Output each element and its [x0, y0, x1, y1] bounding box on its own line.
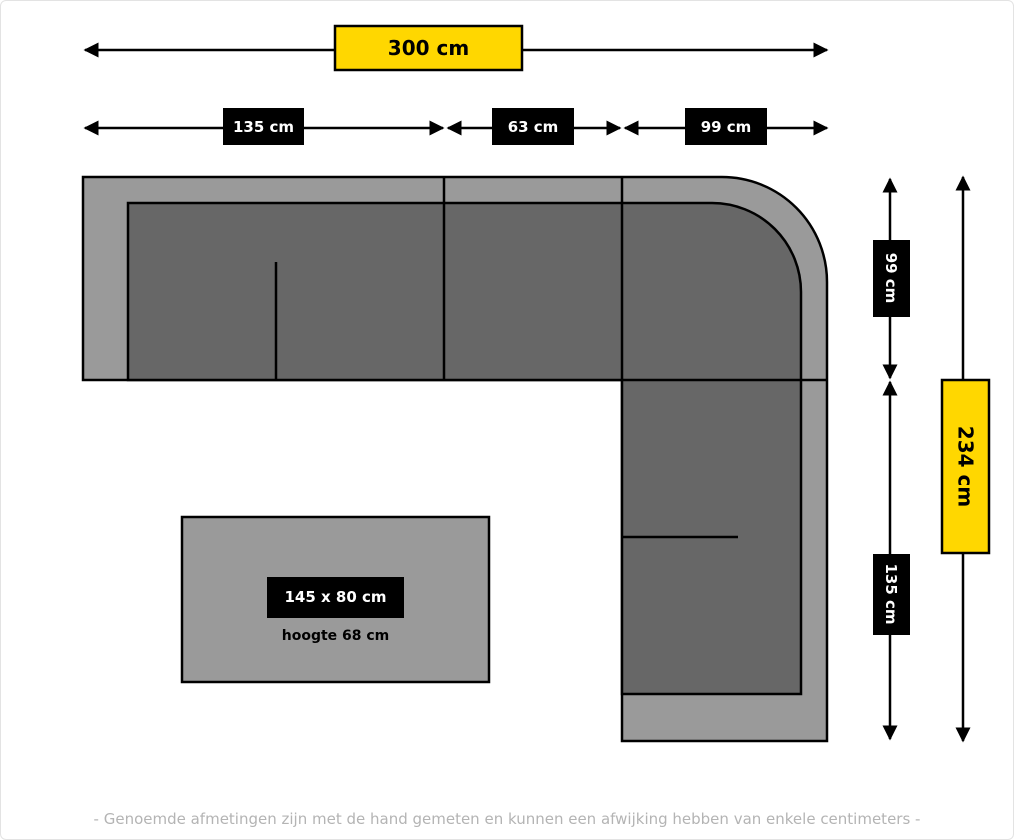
sofa-seat-area — [126, 201, 803, 696]
corner-sofa — [81, 175, 829, 743]
corner-depth-label: 99 cm — [882, 253, 900, 304]
dimension-total-depth: 234 cm — [940, 175, 991, 743]
corner-depth-label-box — [873, 240, 910, 317]
segment-3-label: 99 cm — [701, 118, 752, 136]
dimension-segment-3: 99 cm — [623, 108, 829, 145]
total-width-label-box — [333, 24, 524, 72]
segment-2-label-box — [492, 108, 574, 145]
measurement-disclaimer: - Genoemde afmetingen zijn met de hand g… — [93, 810, 921, 828]
total-width-label: 300 cm — [388, 36, 469, 60]
table-height-label: hoogte 68 cm — [282, 628, 390, 644]
segment-1-label-box — [223, 108, 304, 145]
coffee-table: 145 x 80 cm hoogte 68 cm — [180, 515, 491, 684]
dimension-total-width: 300 cm — [83, 24, 829, 72]
dimension-corner-depth: 99 cm — [873, 177, 910, 380]
dimension-segment-1: 135 cm — [83, 108, 445, 145]
segment-1-label: 135 cm — [233, 118, 294, 136]
table-size-label-box — [267, 577, 404, 618]
segment-3-label-box — [685, 108, 767, 145]
chaise-length-label: 135 cm — [882, 563, 900, 624]
dimension-segment-2: 63 cm — [446, 108, 622, 145]
chaise-length-label-box — [873, 554, 910, 635]
segment-2-label: 63 cm — [508, 118, 559, 136]
total-depth-label-box — [940, 378, 991, 555]
table-size-label: 145 x 80 cm — [284, 588, 386, 606]
total-depth-label: 234 cm — [954, 426, 978, 507]
dimension-chaise-length: 135 cm — [873, 380, 910, 741]
